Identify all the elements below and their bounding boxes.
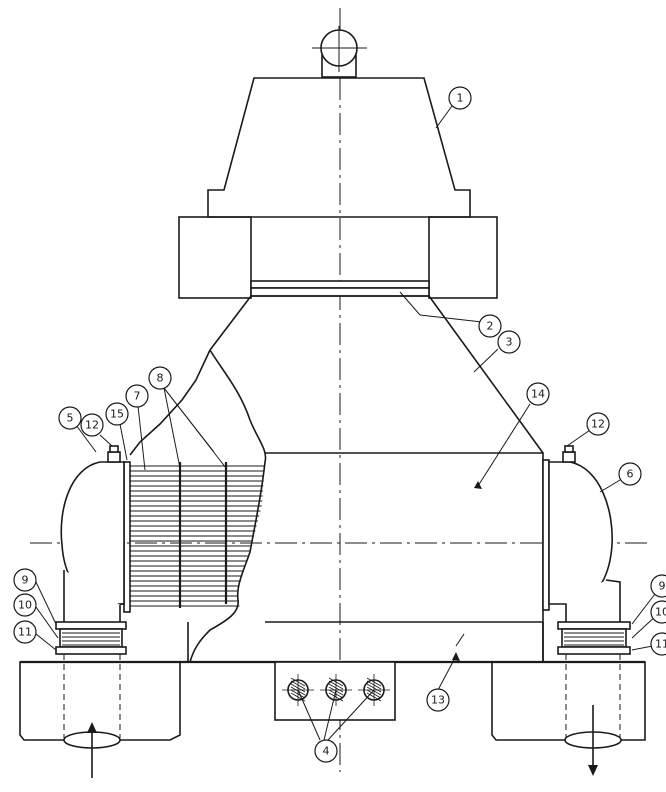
callout-10-right-label: 10 — [655, 606, 666, 619]
callout-8-label: 8 — [157, 372, 164, 385]
callout-9-right: 9 — [650, 574, 666, 598]
callout-5-label: 5 — [67, 412, 74, 425]
callout-8: 8 — [148, 366, 172, 390]
expansion-joint — [250, 280, 430, 297]
callout-leaders — [35, 105, 659, 741]
callout-15-label: 15 — [110, 408, 124, 421]
callout-10-left-label: 10 — [18, 599, 32, 612]
callout-11-right: 11 — [650, 632, 666, 656]
callout-7: 7 — [125, 384, 149, 408]
callout-6: 6 — [618, 462, 642, 486]
callout-11-left-label: 11 — [18, 626, 32, 639]
cutaway-break-line — [189, 349, 267, 663]
upper-right-foundation — [428, 216, 498, 299]
callout-7-label: 7 — [134, 390, 141, 403]
exhaust-connection — [312, 26, 367, 78]
inlet-pipe — [63, 654, 121, 778]
callout-6-label: 6 — [627, 468, 634, 481]
upper-left-foundation — [178, 216, 252, 299]
transition-cone — [209, 295, 544, 454]
callout-2: 2 — [478, 314, 502, 338]
callout-15: 15 — [105, 402, 129, 426]
callout-14-label: 14 — [531, 388, 545, 401]
hotwell — [187, 622, 544, 662]
right-pipe-bellows — [557, 621, 631, 655]
condensate-outlets — [274, 661, 396, 721]
lower-left-foundation — [19, 661, 181, 741]
callout-12-left-label: 12 — [85, 419, 99, 432]
callout-2-label: 2 — [487, 320, 494, 333]
outlet-pipe — [564, 654, 622, 776]
cone-left-edge — [129, 349, 211, 456]
callout-11-right-label: 11 — [655, 638, 666, 651]
callout-13: 13 — [426, 688, 450, 712]
callout-1-label: 1 — [457, 92, 464, 105]
callout-1: 1 — [448, 86, 472, 110]
exhaust-neck — [207, 77, 471, 218]
callout-12-right-label: 12 — [591, 418, 605, 431]
left-pipe-bellows — [55, 621, 127, 655]
callout-4: 4 — [314, 739, 338, 763]
callout-14: 14 — [526, 382, 550, 406]
callout-9-right-label: 9 — [659, 580, 666, 593]
right-water-box — [542, 445, 621, 651]
tube-sheet-left — [123, 461, 131, 613]
left-water-box — [60, 445, 125, 651]
callout-11-left: 11 — [13, 620, 37, 644]
callout-3-label: 3 — [506, 336, 513, 349]
callout-9-left: 9 — [13, 568, 37, 592]
condenser-shell — [265, 452, 544, 662]
callout-10-left: 10 — [13, 593, 37, 617]
callout-9-left-label: 9 — [22, 574, 29, 587]
lower-right-foundation — [491, 661, 646, 741]
callout-12-right: 12 — [586, 412, 610, 436]
callout-10-right: 10 — [650, 600, 666, 624]
arrow-14 — [474, 481, 482, 489]
tube-bundle — [130, 465, 265, 607]
callout-13-label: 13 — [431, 694, 445, 707]
callout-12-left: 12 — [80, 413, 104, 437]
callout-3: 3 — [497, 330, 521, 354]
callout-4-label: 4 — [323, 745, 330, 758]
arrow-13 — [452, 652, 460, 661]
callout-5: 5 — [58, 406, 82, 430]
